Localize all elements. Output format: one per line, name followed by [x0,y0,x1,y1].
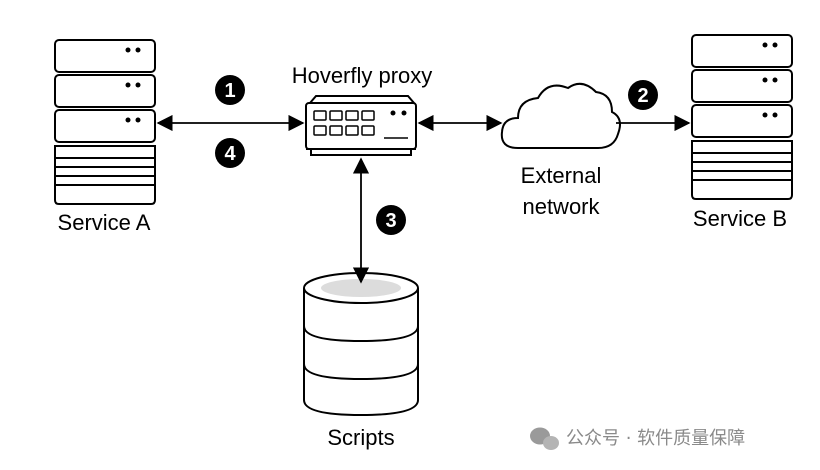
service-b-label: Service B [693,206,787,231]
step-number-4: 4 [224,143,236,165]
step-number-2: 2 [637,85,648,107]
external-network-cloud-icon [500,82,621,149]
scripts-database-icon [303,272,419,417]
external-network-label-line1: External [521,163,602,188]
proxy-label: Hoverfly proxy [292,63,433,88]
step-marker-2: 2 [628,80,658,110]
hoverfly-proxy-switch-icon [305,95,417,156]
step-number-1: 1 [224,80,235,102]
service-a-label: Service A [58,210,151,235]
wechat-logo-icon [530,427,559,450]
service-a-server-icon [54,39,156,205]
watermark-text: 公众号 · 软件质量保障 [566,428,745,449]
step-marker-3: 3 [376,205,406,235]
step-marker-4: 4 [215,138,245,168]
step-number-3: 3 [385,210,396,232]
step-marker-1: 1 [215,75,245,105]
scripts-label: Scripts [327,425,394,450]
external-network-label-line2: network [522,194,600,219]
service-b-server-icon [691,34,793,200]
